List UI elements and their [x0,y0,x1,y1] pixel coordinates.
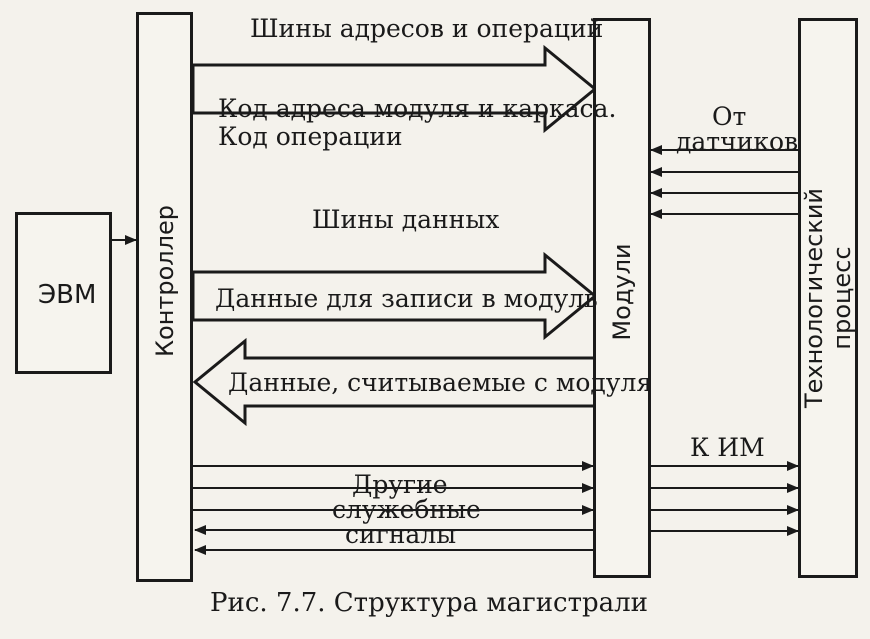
from-sensors-line-2: датчиков [676,127,799,156]
other-signals-line-3: сигналы [345,520,457,549]
controller-box [136,12,193,582]
modules-box [593,18,651,578]
from-sensors-line-1: От [712,102,747,131]
address-code-label: Код адреса модуля и каркаса. [218,94,617,123]
process-label-text: Технологический процесс [800,187,856,409]
to-actuators-label: К ИМ [690,433,765,462]
other-signals-line-2: служебные [332,495,481,524]
figure-caption: Рис. 7.7. Структура магистрали [210,588,648,618]
computer-box [15,212,112,374]
computer-label: ЭВМ [38,280,97,310]
process-box [798,18,858,578]
address-bus-arrow [191,44,598,134]
controller-label: Контроллер [151,205,179,357]
write-data-arrow [191,251,598,341]
read-data-label: Данные, считываемые с модуля [228,368,653,397]
address-bus-label: Шины адресов и операций [250,14,604,43]
read-data-arrow [192,337,597,427]
process-label: Технологический процесс [800,183,856,413]
operation-code-label: Код операции [218,122,403,151]
write-data-label: Данные для записи в модуль [215,284,598,313]
modules-label: Модули [608,243,636,341]
data-bus-label: Шины данных [312,205,500,234]
other-signals-line-1: Другие [352,470,448,499]
